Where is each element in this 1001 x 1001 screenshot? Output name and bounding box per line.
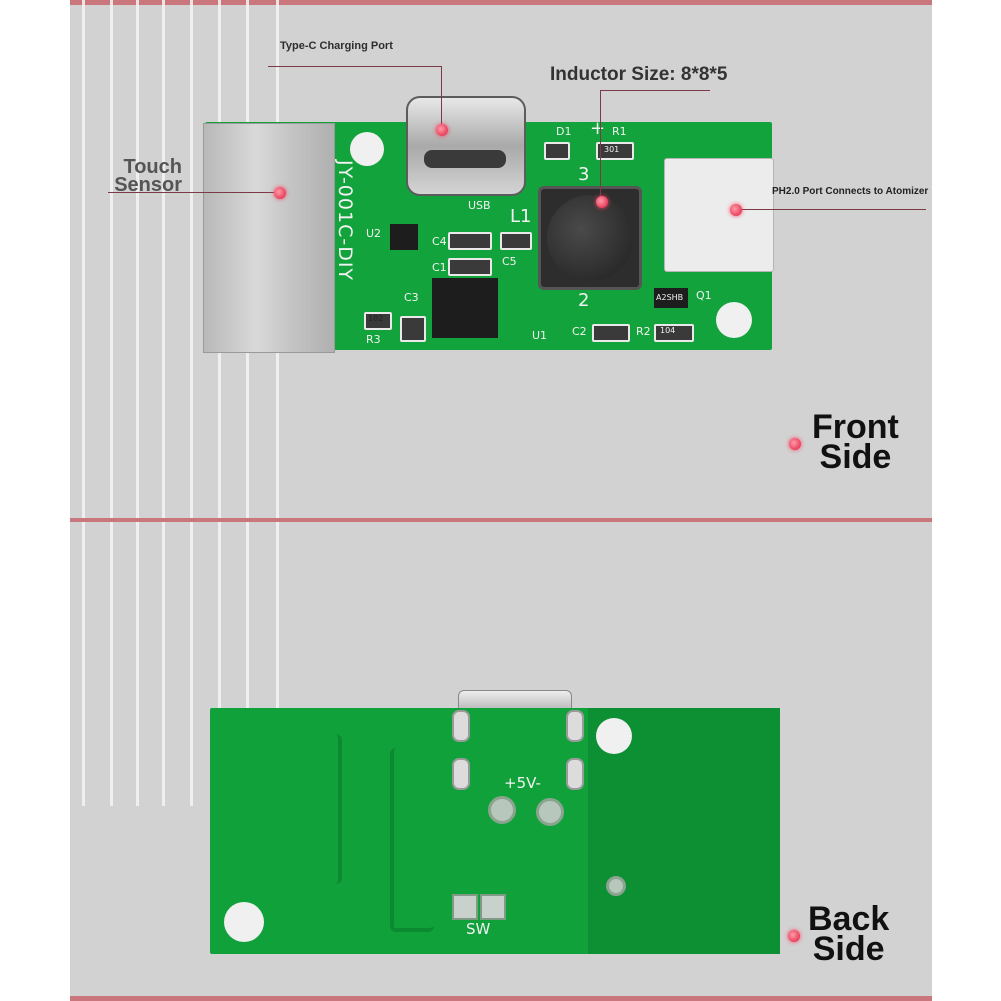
silk-q1: Q1 — [696, 289, 712, 302]
inductor-marker — [596, 196, 608, 208]
touch-sensor-pad — [203, 123, 335, 353]
typec-leader-line — [441, 66, 442, 128]
background-stripe — [162, 0, 165, 522]
via-pad — [488, 796, 516, 824]
front-side-label-line1: Front — [812, 408, 899, 446]
component-d1 — [544, 142, 570, 160]
silk-r2-code: 104 — [660, 326, 676, 335]
usb-mount-slot — [452, 758, 470, 790]
silk-plus: + — [590, 118, 606, 139]
mounting-hole — [596, 718, 632, 754]
silk-r1: R1 — [612, 125, 627, 138]
silk-c1: C1 — [432, 261, 447, 274]
inductor-leader-line — [600, 90, 710, 91]
silk-r3-code: 102 — [368, 314, 384, 323]
ic-u1 — [432, 278, 498, 338]
background-stripe — [82, 0, 85, 522]
silk-c4: C4 — [432, 235, 447, 248]
silk-l1: L1 — [510, 206, 532, 227]
background-stripe — [276, 522, 279, 806]
ic-u2 — [390, 224, 418, 250]
top-accent-bar — [70, 0, 932, 5]
background-stripe — [136, 0, 139, 522]
pcb-trace — [390, 748, 434, 932]
touch-sensor-marker — [274, 187, 286, 199]
background-stripe — [136, 522, 139, 806]
background-stripe — [190, 522, 193, 806]
silk-pin2: 2 — [578, 290, 590, 311]
usb-mount-slot — [452, 710, 470, 742]
mounting-hole — [716, 302, 752, 338]
front-side-marker — [789, 438, 801, 450]
ph2-connector — [664, 158, 774, 272]
via-pad — [606, 876, 626, 896]
switch-pad — [480, 894, 506, 920]
background-stripe — [190, 0, 193, 522]
capacitor-c1 — [448, 258, 492, 276]
transistor-q1 — [654, 288, 688, 308]
silk-u1: U1 — [532, 329, 548, 342]
capacitor-c3 — [400, 316, 426, 342]
silk-r3: R3 — [366, 333, 381, 346]
pcb-trace — [318, 734, 342, 884]
usb-mount-slot — [566, 758, 584, 790]
mounting-hole — [224, 902, 264, 942]
background-stripe — [110, 522, 113, 806]
touch-sensor-label: Touch Sensor — [112, 156, 182, 196]
switch-pad — [452, 894, 478, 920]
silk-r1-code: 301 — [604, 145, 620, 154]
middle-accent-bar — [70, 518, 932, 522]
silk-pin3: 3 — [578, 164, 590, 185]
silk-c5: C5 — [502, 255, 517, 268]
touch-leader-line — [108, 192, 280, 193]
bottom-accent-bar — [70, 996, 932, 1001]
capacitor-c2 — [592, 324, 630, 342]
inductor-component — [538, 186, 642, 290]
board-id-silkscreen: JY-001C-DIY — [334, 160, 356, 282]
silk-usb: USB — [468, 199, 491, 212]
mounting-hole — [350, 132, 384, 166]
touch-sensor-label-line1: Touch — [123, 156, 182, 178]
back-side-marker — [788, 930, 800, 942]
usb-mount-slot — [566, 710, 584, 742]
silk-c2: C2 — [572, 325, 587, 338]
resistor-r1 — [596, 142, 634, 160]
resistor-r3 — [364, 312, 392, 330]
touch-sensor-label-line2: Sensor — [114, 174, 182, 196]
background-stripe — [82, 522, 85, 806]
silk-d1: D1 — [556, 125, 572, 138]
silk-c3: C3 — [404, 291, 419, 304]
resistor-r2 — [654, 324, 694, 342]
capacitor-c4 — [448, 232, 492, 250]
front-side-label-line2: Side — [819, 438, 892, 476]
background-stripe — [162, 522, 165, 806]
typec-marker — [436, 124, 448, 136]
ph2-marker — [730, 204, 742, 216]
back-side-label-line2: Side — [812, 930, 885, 968]
typec-leader-line — [268, 66, 442, 67]
back-side-label: Back Side — [808, 900, 890, 968]
usb-c-port — [406, 96, 526, 196]
ph2-leader-line — [736, 209, 926, 210]
typec-port-label: Type-C Charging Port — [280, 40, 393, 52]
background-stripe — [110, 0, 113, 522]
capacitor-c5 — [500, 232, 532, 250]
inductor-leader-line — [600, 90, 601, 198]
via-pad — [536, 798, 564, 826]
inductor-size-label: Inductor Size: 8*8*5 — [550, 64, 728, 85]
ph2-port-label: PH2.0 Port Connects to Atomizer — [772, 186, 929, 197]
background-stripe — [218, 522, 221, 806]
silk-5v: +5V- — [504, 774, 541, 792]
silk-u2: U2 — [366, 227, 382, 240]
front-side-label: Front Side — [812, 408, 899, 476]
silk-q1-code: A2SHB — [656, 293, 684, 302]
front-side-panel: JY-001C-DIY USB L1 D1 + R1 301 U2 C4 C1 … — [70, 0, 932, 522]
back-side-label-line1: Back — [808, 900, 890, 938]
back-side-panel: +5V- SW Back Side — [70, 522, 932, 1001]
silk-r2: R2 — [636, 325, 651, 338]
silk-sw: SW — [466, 920, 491, 938]
background-stripe — [246, 522, 249, 806]
